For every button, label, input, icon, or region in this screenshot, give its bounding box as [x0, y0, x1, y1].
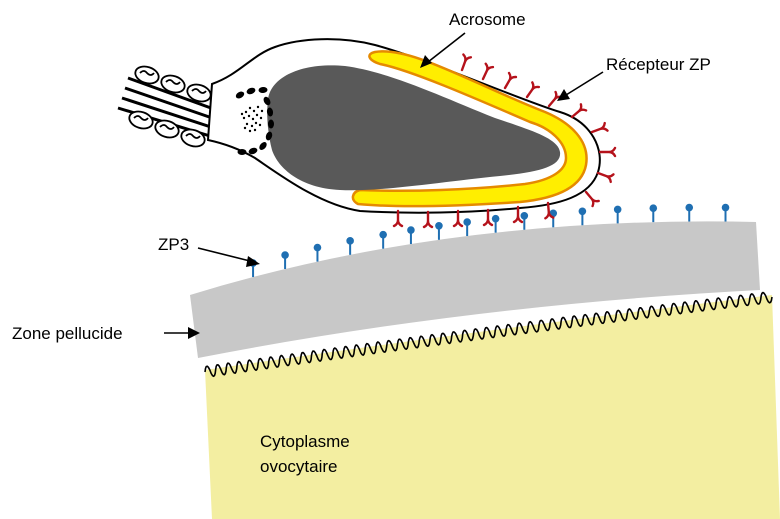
zp3-head [314, 244, 322, 252]
zp3-head [492, 215, 500, 223]
label-cytoplasm-line2: ovocytaire [260, 457, 337, 476]
zp-receptor [583, 189, 599, 206]
label-zp-receptor: Récepteur ZP [606, 55, 711, 74]
zp-receptor [591, 123, 608, 136]
zp3-head [722, 204, 730, 212]
zp-receptor [424, 212, 432, 227]
arrow-zp-receptor [566, 72, 603, 95]
mitochondria-lower [127, 109, 207, 150]
arrowhead-zp-receptor [557, 89, 570, 101]
label-cytoplasm-line1: Cytoplasme [260, 432, 350, 451]
zp-receptor [479, 64, 493, 81]
zp3-head [521, 212, 529, 220]
zp3-head [614, 206, 622, 214]
arrow-zp3 [198, 248, 250, 261]
sperm-cell [118, 39, 615, 227]
zp3-head [379, 231, 387, 239]
zp-receptor [458, 55, 471, 72]
arrow-acrosome [428, 33, 465, 62]
zp3-head [649, 204, 657, 212]
label-zona-pellucida: Zone pellucide [12, 324, 123, 343]
zp3-head [579, 207, 587, 215]
label-acrosome: Acrosome [449, 10, 526, 29]
zp3-head [435, 222, 443, 230]
zp3-head [463, 218, 471, 226]
zp-receptor [502, 73, 516, 90]
zp3-head [685, 204, 693, 212]
zp3-head [346, 237, 354, 245]
zp3-head [281, 251, 289, 259]
zp-receptor [569, 104, 586, 120]
zp3-head [407, 226, 415, 234]
label-zp3: ZP3 [158, 235, 189, 254]
zp-receptor [600, 148, 615, 156]
arrowhead-zp3 [246, 256, 260, 267]
zp-receptor [484, 210, 492, 225]
zp-receptor [524, 82, 539, 99]
sperm-midpiece [118, 64, 222, 150]
